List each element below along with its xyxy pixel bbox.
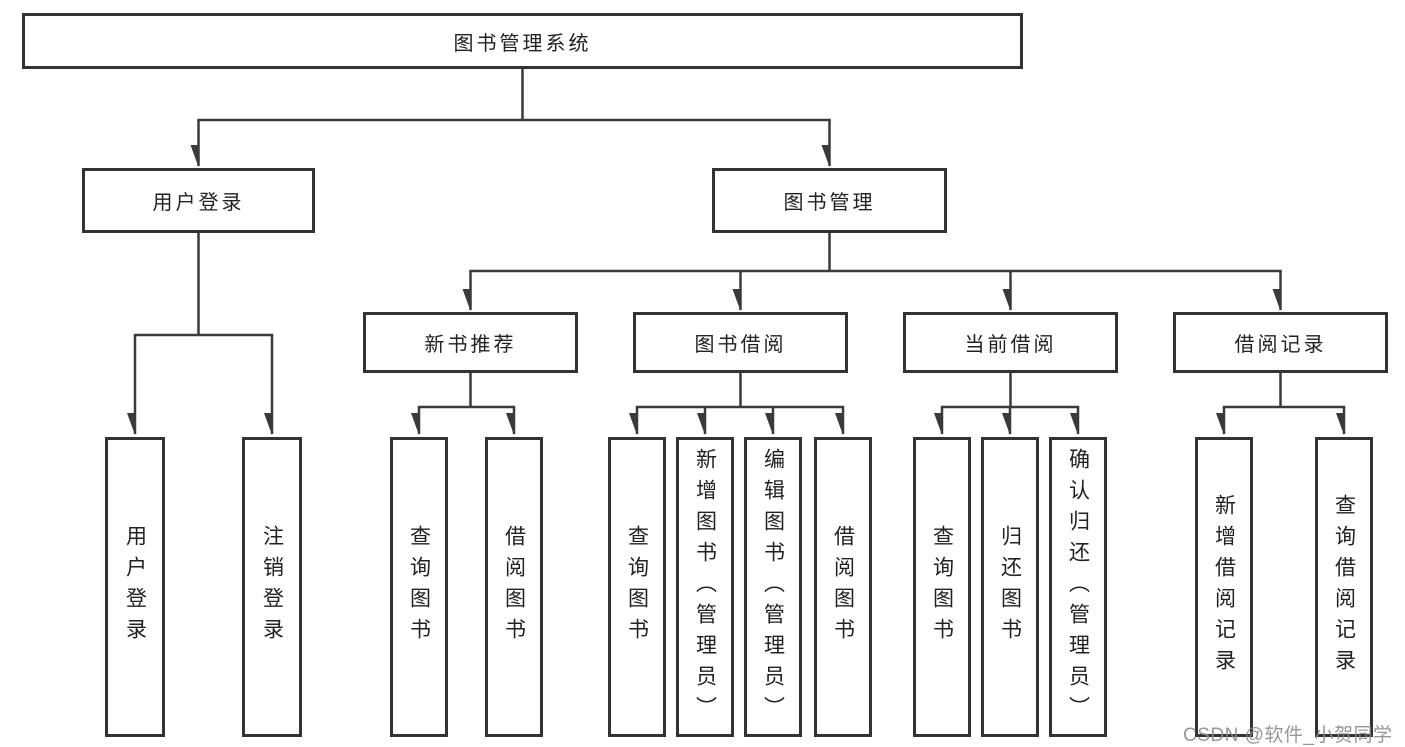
node-label: 图书管理 bbox=[783, 192, 876, 214]
leaf-label: 新增图书（管理员） bbox=[693, 447, 717, 727]
leaf-add-borrow-record: 新增借阅记录 bbox=[1195, 437, 1253, 737]
node-borrowing-records: 借阅记录 bbox=[1173, 312, 1388, 373]
node-label: 新书推荐 bbox=[424, 334, 517, 356]
node-user-login: 用户登录 bbox=[82, 168, 315, 233]
leaf-user-login: 用户登录 bbox=[105, 437, 165, 737]
leaf-label: 归还图书 bbox=[998, 525, 1022, 649]
node-label: 用户登录 bbox=[152, 192, 245, 214]
node-new-book-recommendation: 新书推荐 bbox=[363, 312, 578, 373]
leaf-confirm-return-admin: 确认归还（管理员） bbox=[1049, 437, 1107, 737]
leaf-label: 借阅图书 bbox=[502, 525, 526, 649]
node-book-borrowing: 图书借阅 bbox=[633, 312, 848, 373]
leaf-logout: 注销登录 bbox=[242, 437, 302, 737]
leaf-label: 编辑图书（管理员） bbox=[761, 447, 785, 727]
leaf-label: 查询图书 bbox=[407, 525, 431, 649]
leaf-query-borrow-record: 查询借阅记录 bbox=[1315, 437, 1373, 737]
leaf-label: 确认归还（管理员） bbox=[1066, 447, 1090, 727]
leaf-edit-book-admin: 编辑图书（管理员） bbox=[744, 437, 802, 737]
leaf-borrow-books-borrowing: 借阅图书 bbox=[814, 437, 872, 737]
leaf-label: 查询图书 bbox=[930, 525, 954, 649]
leaf-add-book-admin: 新增图书（管理员） bbox=[676, 437, 734, 737]
node-label: 借阅记录 bbox=[1234, 334, 1327, 356]
node-book-management: 图书管理 bbox=[712, 168, 947, 233]
csdn-watermark: CSDN @软件_小贺同学 bbox=[1183, 725, 1393, 746]
leaf-label: 借阅图书 bbox=[831, 525, 855, 649]
leaf-label: 注销登录 bbox=[260, 525, 284, 649]
node-label: 图书管理系统 bbox=[453, 32, 592, 55]
leaf-query-books-borrowing: 查询图书 bbox=[608, 437, 666, 737]
node-library-management-system: 图书管理系统 bbox=[22, 13, 1023, 69]
leaf-query-books-recommend: 查询图书 bbox=[390, 437, 448, 737]
node-label: 图书借阅 bbox=[694, 334, 787, 356]
leaf-return-book: 归还图书 bbox=[981, 437, 1039, 737]
node-current-borrowing: 当前借阅 bbox=[903, 312, 1118, 373]
leaf-label: 用户登录 bbox=[123, 525, 147, 649]
leaf-label: 新增借阅记录 bbox=[1212, 494, 1236, 680]
leaf-label: 查询借阅记录 bbox=[1332, 494, 1356, 680]
leaf-query-books-current: 查询图书 bbox=[913, 437, 971, 737]
leaf-borrow-books-recommend: 借阅图书 bbox=[485, 437, 543, 737]
node-label: 当前借阅 bbox=[964, 334, 1057, 356]
leaf-label: 查询图书 bbox=[625, 525, 649, 649]
